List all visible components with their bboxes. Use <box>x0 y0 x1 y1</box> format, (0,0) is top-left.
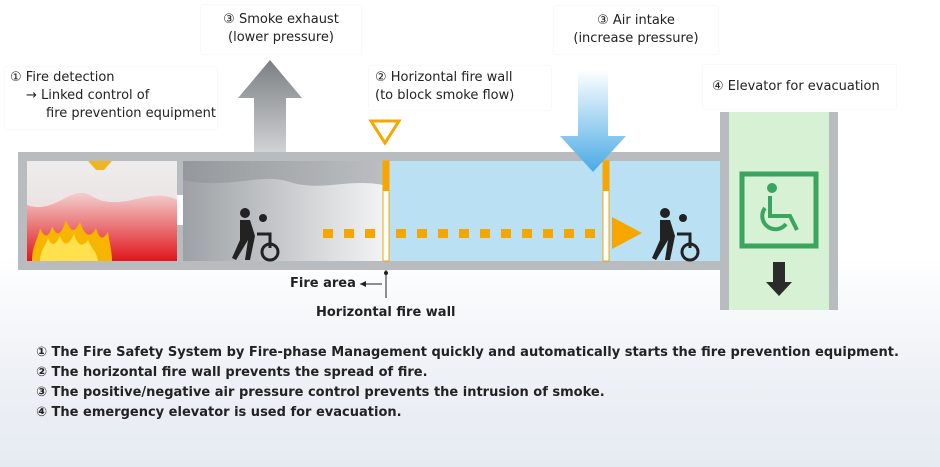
partition-gap <box>177 195 183 225</box>
legend-item-2: ② The horizontal fire wall prevents the … <box>36 365 428 380</box>
wheelchair-accessible-icon <box>739 171 819 249</box>
smoke-exhaust-line-1: ③ Smoke exhaust <box>223 12 339 27</box>
smoke-detector-icon <box>88 161 112 170</box>
elevator-label-text: ④ Elevator for evacuation <box>712 79 880 94</box>
fire-detection-line-3: fire prevention equipment <box>46 106 217 121</box>
corridor-ceiling <box>18 152 723 161</box>
fire-wall-2-top <box>603 161 609 191</box>
fire-smoke <box>27 161 177 208</box>
wheelchair-evacuation-icon-2 <box>652 208 700 262</box>
triangle-marker-icon <box>368 119 402 146</box>
corridor-floor <box>18 261 723 270</box>
smoke-exhaust-line-2: (lower pressure) <box>228 30 334 45</box>
fire-detection-label: ① Fire detection → Linked control of fir… <box>5 67 217 129</box>
smoke-exhaust-label: ③ Smoke exhaust (lower pressure) <box>201 5 361 54</box>
fire-icon <box>32 220 112 261</box>
fire-wall-label: Horizontal fire wall <box>316 305 456 320</box>
elevator-label: ④ Elevator for evacuation <box>703 65 896 109</box>
horizontal-wall-line-2: (to block smoke flow) <box>375 88 515 103</box>
evacuation-path-arrow <box>323 217 642 249</box>
fire-detection-line-2: → Linked control of <box>26 88 150 103</box>
legend-item-1: ① The Fire Safety System by Fire-phase M… <box>36 345 899 360</box>
legend-item-3: ③ The positive/negative air pressure con… <box>36 385 605 400</box>
air-intake-arrow <box>560 70 626 172</box>
legend-item-4: ④ The emergency elevator is used for eva… <box>36 405 402 420</box>
fire-wall-top <box>383 161 389 191</box>
fire-area-arrowhead <box>360 281 366 287</box>
wheelchair-evacuation-icon <box>232 208 280 262</box>
air-intake-line-2: (increase pressure) <box>573 31 699 46</box>
legend-list: ① The Fire Safety System by Fire-phase M… <box>36 343 899 423</box>
fire-safety-diagram <box>18 60 838 310</box>
fire-wall-pointer-dot <box>384 271 388 275</box>
air-intake-line-1: ③ Air intake <box>597 13 675 28</box>
fire-area-label: Fire area <box>290 276 356 291</box>
horizontal-wall-line-1: ② Horizontal fire wall <box>375 70 513 85</box>
horizontal-wall-label: ② Horizontal fire wall (to block smoke f… <box>369 66 551 110</box>
corridor-left-wall <box>18 152 27 270</box>
air-intake-label: ③ Air intake (increase pressure) <box>554 6 718 54</box>
fire-detection-line-1: ① Fire detection <box>10 70 115 85</box>
smoke-exhaust-arrow <box>238 60 302 152</box>
down-arrow-icon <box>766 262 792 296</box>
smoke-cloud <box>183 161 383 186</box>
